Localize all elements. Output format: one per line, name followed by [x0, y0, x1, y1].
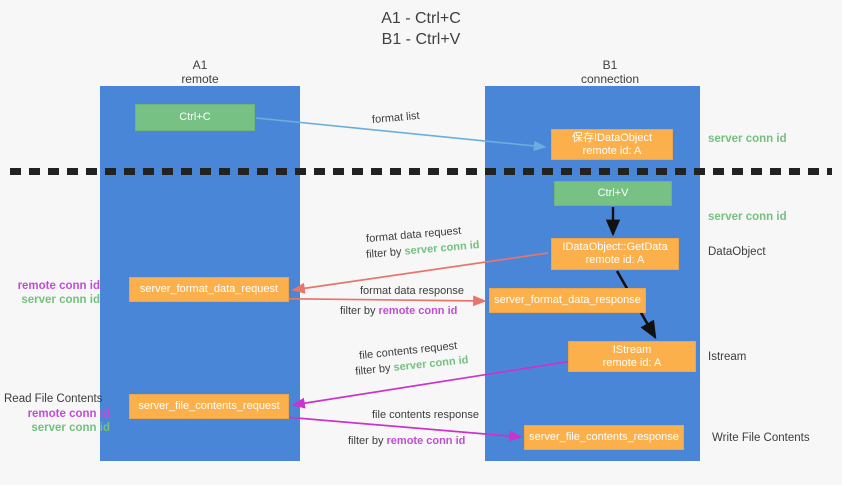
box-idataobject[interactable]: 保存IDataObject remote id: A [551, 129, 673, 160]
box-server-format-data-request-label: server_format_data_request [139, 283, 279, 295]
annotation-left-conn-ids-2: Read File Contents remote conn id server… [4, 392, 110, 435]
label-format-list-text: format list [371, 109, 421, 127]
label-format-data-response-filter: filter by remote conn id [340, 304, 457, 319]
page-title: A1 - Ctrl+C B1 - Ctrl+V [0, 8, 842, 50]
column-header-b1: B1 connection [510, 58, 710, 86]
box-ctrl-c-label: Ctrl+C [179, 111, 211, 123]
box-idataobject-line2: remote id: A [582, 144, 642, 157]
box-getdata-line2: remote id: A [585, 254, 645, 266]
label-file-contents-response-text: file contents response [372, 409, 480, 421]
box-istream[interactable]: IStream remote id: A [568, 341, 696, 372]
box-istream-line1: IStream [612, 343, 652, 356]
box-ctrl-c[interactable]: Ctrl+C [135, 104, 255, 131]
filter-prefix: filter by [348, 435, 387, 447]
filter-prefix: filter by [354, 361, 395, 378]
annotation-server-conn-id-1: server conn id [21, 294, 100, 306]
label-file-contents-response-filter: filter by remote conn id [348, 434, 465, 449]
phase-separator [10, 168, 832, 175]
column-a1-name: A1 [192, 58, 208, 72]
annotation-istream: Istream [708, 351, 747, 363]
box-server-format-data-response-label: server_format_data_response [494, 294, 641, 306]
annotation-remote-conn-id-2: remote conn id [27, 408, 110, 420]
box-server-format-data-request[interactable]: server_format_data_request [129, 277, 289, 302]
annotation-remote-conn-id-1: remote conn id [17, 280, 100, 292]
label-format-list: format list [371, 109, 421, 128]
filter-value-remote-conn-id: remote conn id [378, 305, 458, 317]
title-line-2: B1 - Ctrl+V [381, 31, 461, 48]
annotation-server-conn-id-top: server conn id [708, 133, 787, 145]
label-format-data-response-text: format data response [360, 285, 464, 297]
box-server-file-contents-response-label: server_file_contents_response [529, 431, 679, 443]
annotation-server-conn-id-2: server conn id [31, 422, 110, 434]
column-b1-role: connection [580, 72, 640, 86]
annotation-left-conn-ids-1: remote conn id server conn id [8, 279, 100, 307]
box-istream-line2: remote id: A [602, 356, 662, 369]
box-getdata-line1: IDataObject::GetData [562, 241, 668, 253]
box-ctrl-v[interactable]: Ctrl+V [554, 181, 672, 206]
annotation-read-file-contents: Read File Contents [4, 393, 103, 405]
label-format-data-response: format data response [360, 284, 464, 299]
box-server-format-data-response[interactable]: server_format_data_response [489, 288, 646, 313]
box-server-file-contents-response[interactable]: server_file_contents_response [524, 425, 684, 450]
filter-prefix: filter by [340, 305, 379, 317]
annotation-dataobject: DataObject [708, 246, 766, 258]
box-server-file-contents-request-label: server_file_contents_request [138, 400, 280, 412]
annotation-write-file-contents: Write File Contents [712, 432, 810, 444]
box-idataobject-getdata[interactable]: IDataObject::GetData remote id: A [551, 238, 679, 270]
title-line-1: A1 - Ctrl+C [381, 10, 461, 27]
filter-prefix: filter by [365, 245, 406, 261]
box-ctrl-v-label: Ctrl+V [597, 187, 629, 199]
column-b1-name: B1 [602, 58, 618, 72]
column-a1-role: remote [181, 72, 219, 86]
label-file-contents-response: file contents response [372, 408, 479, 423]
box-server-file-contents-request[interactable]: server_file_contents_request [129, 394, 289, 419]
column-header-a1: A1 remote [120, 58, 280, 86]
filter-value-remote-conn-id: remote conn id [386, 435, 466, 447]
box-idataobject-line1: 保存IDataObject [571, 131, 653, 144]
annotation-server-conn-id-mid: server conn id [708, 211, 787, 223]
